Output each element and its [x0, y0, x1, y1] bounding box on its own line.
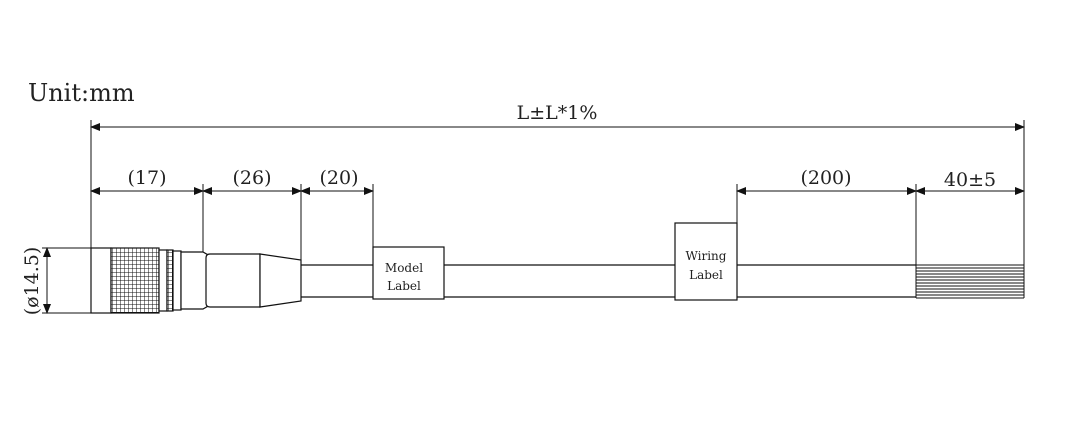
strain-relief [259, 253, 302, 308]
wiring-label-line2: Label [689, 268, 723, 282]
diameter-dimension [42, 247, 91, 314]
dim-17-text: (17) [127, 167, 166, 189]
model-label: Model Label [372, 246, 445, 300]
dim-200-text: (200) [800, 167, 851, 189]
dim-20-text: (20) [319, 167, 358, 189]
segment-dimensions [90, 184, 1025, 298]
overall-length-dimension: L±L*1% [90, 102, 1025, 298]
diameter-text: (ø14.5) [21, 247, 43, 316]
unit-label: Unit:mm [28, 79, 135, 107]
knurled-nut [110, 247, 160, 314]
cable [301, 264, 916, 298]
overall-length-text: L±L*1% [517, 102, 598, 124]
dim-40-text: 40±5 [944, 169, 996, 191]
model-label-line2: Label [387, 279, 421, 293]
wiring-label-line1: Wiring [686, 249, 727, 263]
dim-26-text: (26) [232, 167, 271, 189]
model-label-line1: Model [385, 261, 423, 275]
connector [90, 247, 302, 314]
stripped-wires [916, 264, 1024, 299]
wiring-label: Wiring Label [674, 222, 738, 301]
